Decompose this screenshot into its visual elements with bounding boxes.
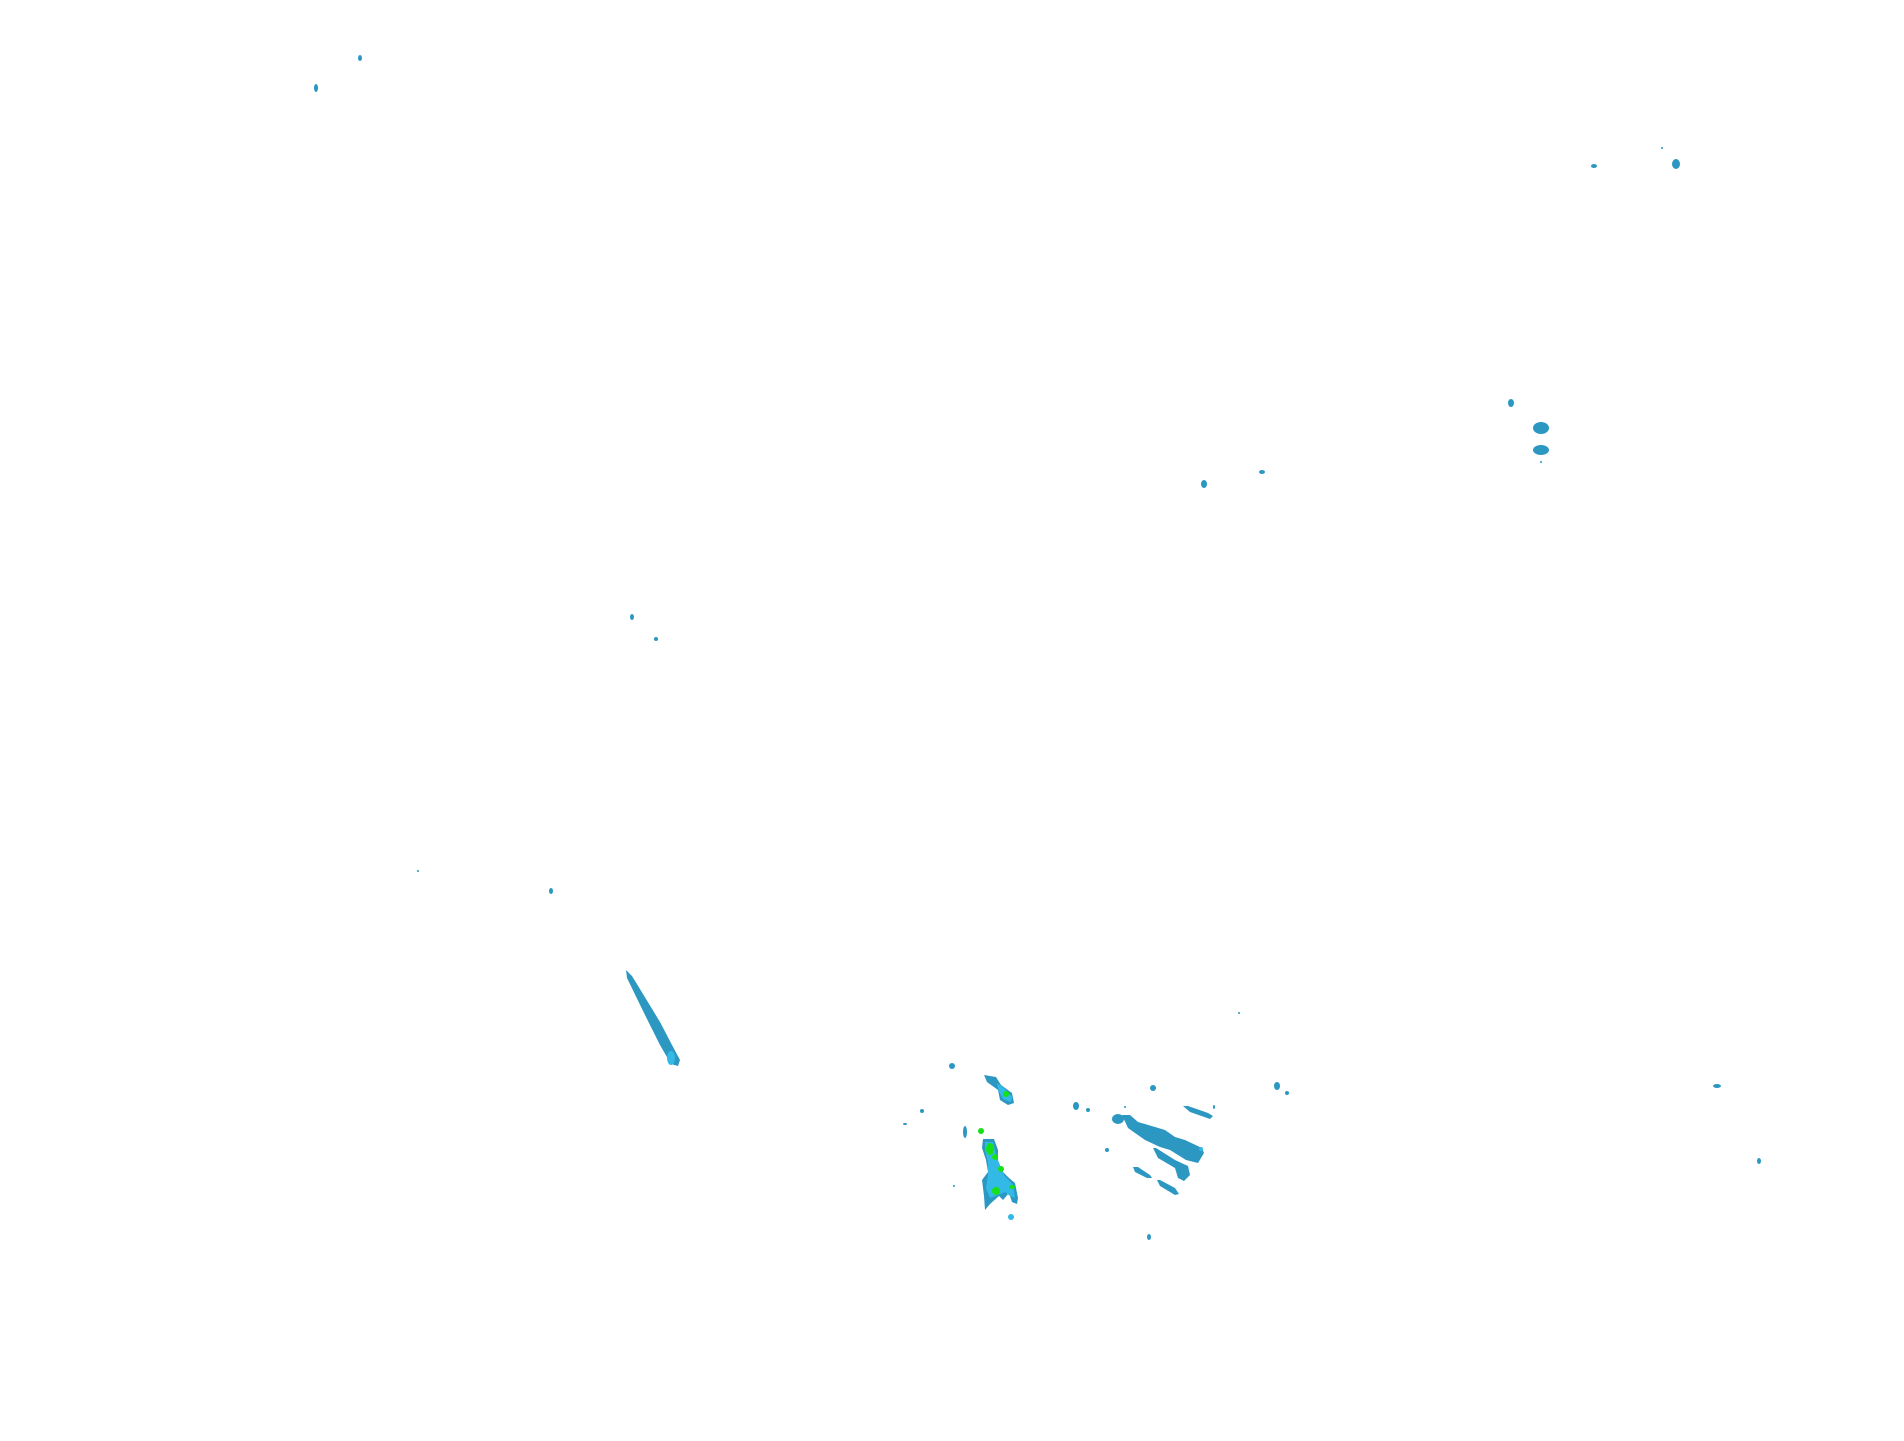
echo-cell-15 xyxy=(1238,1012,1240,1014)
echo-streak-2 xyxy=(1153,1148,1190,1181)
echo-cell-6 xyxy=(1533,422,1549,434)
echo-core-6 xyxy=(978,1128,984,1134)
echo-cell-12 xyxy=(654,637,658,641)
echo-cell-16 xyxy=(1274,1082,1280,1090)
echo-cell-24 xyxy=(1086,1108,1090,1112)
echo-band-diagonal xyxy=(626,970,680,1066)
echo-cell-1 xyxy=(314,84,318,92)
echo-core-4 xyxy=(992,1187,1000,1195)
echo-cell-23 xyxy=(1073,1102,1079,1110)
echo-core-5 xyxy=(1009,1185,1015,1189)
echo-cell-0 xyxy=(358,55,362,61)
echo-cell-27 xyxy=(1150,1085,1156,1091)
echo-cell-29 xyxy=(1147,1234,1151,1240)
echo-cell-26 xyxy=(1112,1114,1124,1124)
echo-cell-30 xyxy=(953,1185,955,1187)
echo-cluster-upper-core xyxy=(1003,1091,1009,1097)
echo-cell-11 xyxy=(630,614,634,620)
echo-core-1 xyxy=(986,1143,994,1155)
echo-cell-21 xyxy=(903,1123,907,1125)
echo-cell-side xyxy=(963,1126,967,1138)
echo-cell-3 xyxy=(1661,147,1663,149)
echo-cell-28 xyxy=(1105,1148,1109,1152)
echo-cell-small xyxy=(1008,1214,1014,1220)
echo-cell-31 xyxy=(1213,1105,1215,1109)
echo-cell-17 xyxy=(1285,1091,1289,1095)
echo-streak-5 xyxy=(1183,1106,1213,1119)
echo-cell-14 xyxy=(549,888,553,894)
echo-streak-4 xyxy=(1157,1180,1179,1195)
precipitation-echoes xyxy=(314,55,1761,1240)
echo-cell-5 xyxy=(1508,399,1514,407)
echo-streak-edge xyxy=(1199,1147,1203,1151)
echo-cell-25 xyxy=(1124,1106,1126,1108)
echo-cell-10 xyxy=(1259,470,1265,474)
echo-streak-main xyxy=(1122,1115,1204,1163)
echo-streak-3 xyxy=(1133,1167,1152,1178)
echo-core-3 xyxy=(998,1166,1004,1172)
echo-cell-2 xyxy=(1591,164,1597,168)
echo-cell-8 xyxy=(1540,461,1542,463)
echo-cell-13 xyxy=(417,870,419,872)
echo-cell-4 xyxy=(1672,159,1680,169)
echo-cell-7 xyxy=(1533,445,1549,455)
echo-band-core xyxy=(667,1051,675,1065)
echo-cell-9 xyxy=(1201,480,1207,488)
echo-core-2 xyxy=(992,1154,998,1160)
echo-cell-18 xyxy=(1713,1084,1721,1088)
echo-cell-22 xyxy=(949,1063,955,1069)
echo-cell-19 xyxy=(1757,1158,1761,1164)
echo-cell-20 xyxy=(920,1109,924,1113)
